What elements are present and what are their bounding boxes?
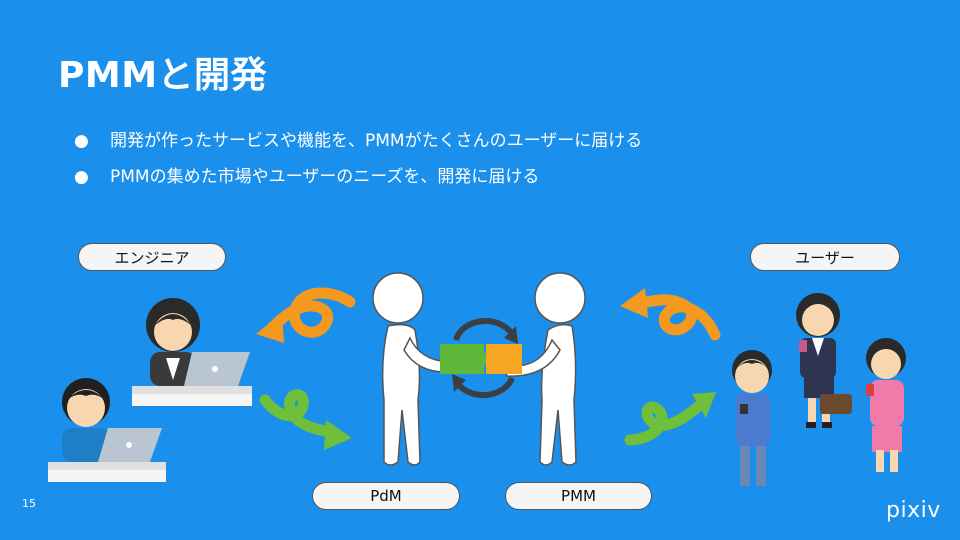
- pixiv-logo: pixiv: [886, 498, 941, 523]
- puzzle-piece-green: [440, 344, 490, 374]
- engineer-label: エンジニア: [78, 243, 226, 271]
- user-boy-icon: [732, 350, 772, 486]
- bullet-list: ● 開発が作ったサービスや機能を、PMMがたくさんのユーザーに届ける ● PMMの集…: [74, 130, 642, 202]
- bullet-text: 開発が作ったサービスや機能を、PMMがたくさんのユーザーに届ける: [110, 131, 643, 151]
- bullet-text: PMMの集めた市場やユーザーのニーズを、開発に届ける: [110, 167, 540, 187]
- engineer-icon: [132, 298, 252, 406]
- cycle-icon: [452, 318, 518, 399]
- engineer-icon: [48, 378, 166, 482]
- bullet-item: ● 開発が作ったサービスや機能を、PMMがたくさんのユーザーに届ける: [74, 130, 642, 152]
- green-arrow-right-users: [624, 392, 716, 446]
- green-arrow-right: [259, 389, 352, 450]
- slide-title: PMMと開発: [58, 55, 268, 96]
- orange-arrow-left-users: [620, 288, 721, 341]
- user-student-icon: [796, 293, 852, 428]
- pmm-label: PMM: [505, 482, 652, 510]
- page-number: 15: [22, 497, 36, 510]
- bullet-marker: ●: [74, 167, 89, 187]
- user-label: ユーザー: [750, 243, 900, 271]
- orange-arrow-left: [256, 287, 356, 343]
- user-girl-icon: [866, 338, 906, 472]
- puzzle-piece-orange: [486, 344, 522, 374]
- pdm-label: PdM: [312, 482, 460, 510]
- bullet-item: ● PMMの集めた市場やユーザーのニーズを、開発に届ける: [74, 166, 642, 188]
- bullet-marker: ●: [74, 131, 89, 151]
